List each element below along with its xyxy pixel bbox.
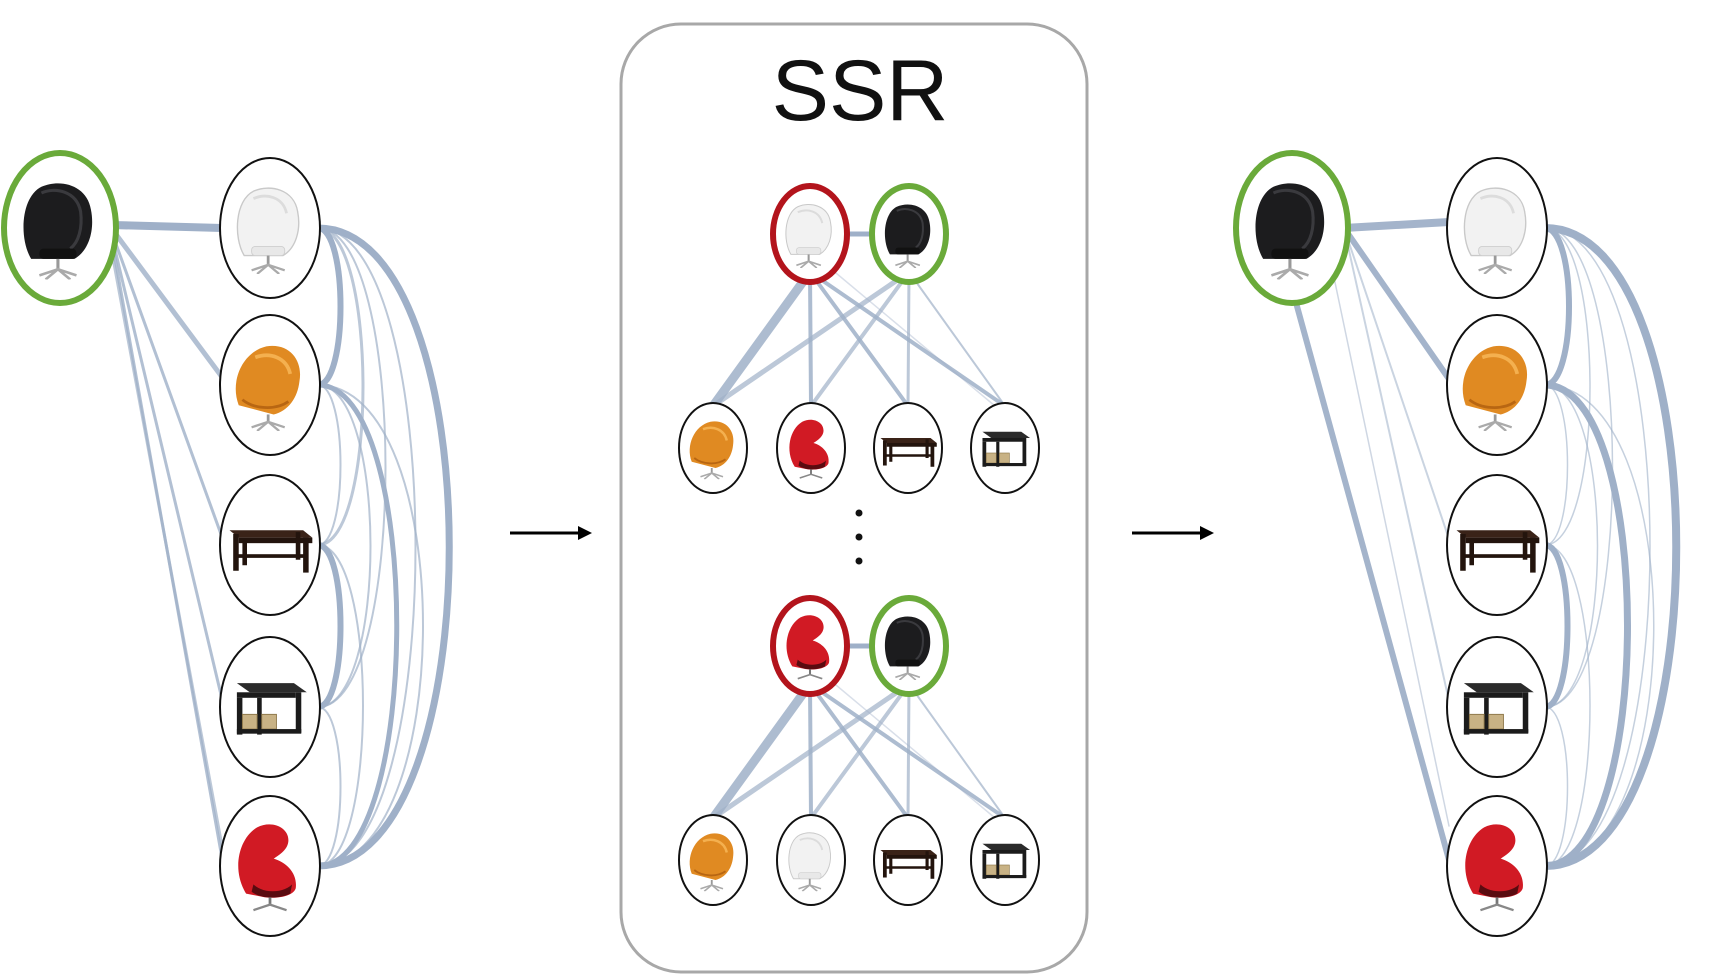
left-edge-white-egg-chair-coffee-table — [316, 226, 365, 547]
left-query-node — [1, 150, 119, 306]
ssr-step1-candidate-node — [770, 183, 850, 285]
right-edge-query-coffee-table — [1343, 227, 1450, 540]
left-edge-white-egg-chair-orange-egg-chair — [315, 225, 344, 388]
right-query-node — [1233, 150, 1351, 306]
left-edge-query-red-extra — [108, 240, 224, 848]
left-node-orange-egg-chair — [219, 314, 321, 456]
left-node-red-egg-chair — [219, 795, 321, 937]
graph-edges — [108, 218, 1681, 870]
ssr-step1-query-node — [869, 183, 949, 285]
flow-arrow-right — [1132, 526, 1214, 540]
left-edge-white-egg-chair-red-egg-chair — [317, 227, 417, 867]
ssr-step1-edge-query-storage-end-table — [908, 271, 1006, 407]
ssr-step2-node-storage-end-table — [970, 814, 1040, 906]
left-edge-query-white-egg-chair — [108, 221, 226, 232]
ssr-step2-edge-candidate-white-egg-chair — [808, 682, 813, 820]
ssr-step1-node-orange-egg-chair — [678, 402, 748, 494]
left-node-storage-end-table — [219, 636, 321, 778]
right-edge-white-egg-chair-red-egg-chair — [1544, 227, 1651, 867]
ssr-step1-node-coffee-table — [873, 402, 943, 494]
candidate-ring — [770, 595, 850, 697]
left-edge-orange-egg-chair-red-egg-chair — [315, 382, 400, 869]
ssr-step2-node-coffee-table — [873, 814, 943, 906]
continuation-dots — [855, 509, 863, 565]
ssr-title: SSR — [772, 43, 949, 139]
right-node-coffee-table — [1446, 474, 1548, 616]
graph-nodes — [1, 150, 1548, 937]
right-edge-orange-egg-chair-red-egg-chair — [1544, 384, 1655, 867]
left-edge-storage-end-table-red-egg-chair — [317, 706, 342, 867]
right-node-red-egg-chair — [1446, 795, 1548, 937]
ssr-step1-edge-faint — [829, 267, 996, 407]
right-edge-orange-egg-chair-red-egg-chair — [1541, 381, 1631, 870]
right-edge-white-egg-chair-orange-egg-chair — [1542, 225, 1572, 388]
right-node-orange-egg-chair — [1446, 314, 1548, 456]
left-edge-query-orange-egg-chair — [109, 226, 225, 380]
ssr-step1-edge-candidate-orange-egg-chair — [708, 267, 815, 411]
ssr-step2-node-orange-egg-chair — [678, 814, 748, 906]
ssr-step2-edge-candidate-storage-end-table — [808, 682, 1007, 820]
ssr-step1-edge-candidate-storage-end-table — [808, 270, 1007, 408]
ssr-step2-candidate-node — [770, 595, 850, 697]
left-edge-coffee-table-red-egg-chair — [317, 544, 364, 867]
query-ring — [1, 150, 119, 306]
ssr-step2-edge-query-storage-end-table — [908, 683, 1006, 819]
ssr-step1-edge-candidate-red-egg-chair — [808, 270, 813, 408]
flow-arrow-left — [510, 526, 592, 540]
ssr-step2-edge-faint — [829, 679, 996, 819]
right-node-storage-end-table — [1446, 636, 1548, 778]
left-edge-white-egg-chair-storage-end-table — [317, 227, 387, 708]
ssr-step2-edge-candidate-coffee-table — [808, 682, 910, 820]
ssr-step2-edge-candidate-orange-egg-chair — [708, 679, 815, 823]
ssr-step1-edge-candidate-coffee-table — [808, 270, 910, 408]
left-edge-coffee-table-storage-end-table — [315, 542, 344, 710]
left-edge-query-coffee-table — [110, 231, 224, 539]
right-edge-storage-end-table-red-egg-chair — [1544, 706, 1569, 867]
query-ring — [869, 595, 949, 697]
right-edge-query-white-egg-chair — [1340, 218, 1453, 232]
left-edge-white-egg-chair-red-egg-chair — [314, 224, 453, 870]
right-edge-query-orange-egg-chair — [1341, 225, 1452, 382]
candidate-ring — [770, 183, 850, 285]
right-node-white-egg-chair — [1446, 157, 1548, 299]
right-edge-query-faint — [1331, 267, 1450, 827]
ssr-step1-node-red-egg-chair — [776, 402, 846, 494]
left-edge-orange-egg-chair-storage-end-table — [317, 384, 372, 708]
ssr-step2-query-node — [869, 595, 949, 697]
query-ring — [869, 183, 949, 285]
right-edge-coffee-table-red-egg-chair — [1544, 544, 1591, 867]
right-edge-white-egg-chair-storage-end-table — [1544, 227, 1614, 708]
left-edge-query-storage-end-table — [110, 235, 224, 701]
right-edge-query-red-egg-chair — [1289, 285, 1452, 863]
right-edge-orange-egg-chair-storage-end-table — [1544, 384, 1599, 708]
left-edge-orange-egg-chair-coffee-table — [317, 384, 342, 546]
right-edge-white-egg-chair-coffee-table — [1544, 227, 1591, 546]
left-edge-orange-egg-chair-red-egg-chair — [317, 384, 424, 867]
query-ring — [1233, 150, 1351, 306]
ssr-step1-node-storage-end-table — [970, 402, 1040, 494]
left-node-white-egg-chair — [219, 157, 321, 299]
left-node-coffee-table — [219, 474, 321, 616]
ssr-step2-node-white-egg-chair — [776, 814, 846, 906]
right-edge-coffee-table-storage-end-table — [1542, 542, 1571, 710]
right-edge-white-egg-chair-red-egg-chair — [1541, 224, 1681, 870]
right-edge-query-storage-end-table — [1343, 227, 1450, 702]
ssr-panel — [619, 22, 1089, 974]
right-edge-orange-egg-chair-coffee-table — [1544, 384, 1569, 546]
